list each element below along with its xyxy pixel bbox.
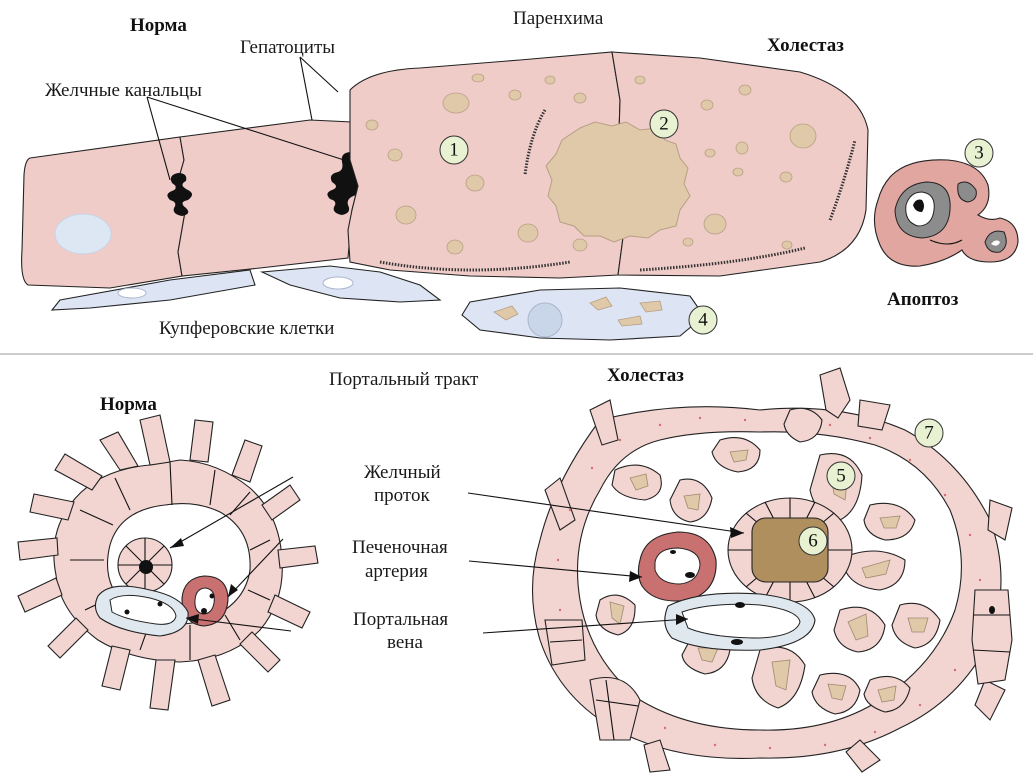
normal-portal-tract [18, 415, 318, 710]
portal-vein-label-line2: вена [387, 632, 423, 653]
top-norma-label: Норма [130, 15, 187, 36]
svg-text:5: 5 [836, 466, 846, 487]
nucleus-pale [55, 214, 111, 254]
svg-text:2: 2 [659, 114, 669, 135]
normal-bile-duct [118, 538, 172, 592]
parenchyma-label: Паренхима [513, 8, 604, 29]
cholestatic-portal-vein [665, 593, 815, 650]
marker-4: 4 [689, 306, 717, 334]
marker-7: 7 [915, 419, 943, 447]
marker-5: 5 [827, 462, 855, 490]
bile-canaliculi-label: Желчные канальцы [45, 80, 202, 101]
dilated-bile-duct [728, 498, 852, 602]
hepatic-artery-label-line2: артерия [365, 561, 428, 582]
bile-duct-label-line1: Желчный [364, 462, 441, 483]
apoptotic-body [874, 160, 1018, 266]
svg-text:4: 4 [698, 310, 708, 331]
marker-1: 1 [440, 136, 468, 164]
thickened-artery [638, 532, 716, 601]
svg-text:7: 7 [924, 423, 934, 444]
bottom-cholestasis-label: Холестаз [607, 365, 684, 386]
hepatocytes-label: Гепатоциты [240, 37, 335, 58]
svg-text:6: 6 [808, 531, 818, 552]
portal-tract-label: Портальный тракт [329, 369, 479, 390]
normal-hepatocyte-left [22, 137, 185, 288]
portal-vein-label-line1: Портальная [353, 609, 448, 630]
svg-text:3: 3 [974, 143, 984, 164]
bottom-norma-label: Норма [100, 394, 157, 415]
marker-3: 3 [965, 139, 993, 167]
svg-text:1: 1 [449, 140, 459, 161]
kupffer-cells-label: Купферовские клетки [159, 318, 334, 339]
apoptosis-label: Апоптоз [887, 289, 959, 310]
marker-6: 6 [799, 527, 827, 555]
top-cholestasis-label: Холестаз [767, 35, 844, 56]
ductule-column [972, 590, 1012, 684]
bile-duct-label-line2: проток [374, 485, 430, 506]
hepatic-artery-label-line1: Печеночная [352, 537, 448, 558]
marker-2: 2 [650, 110, 678, 138]
cholestatic-portal-tract [170, 368, 1012, 772]
